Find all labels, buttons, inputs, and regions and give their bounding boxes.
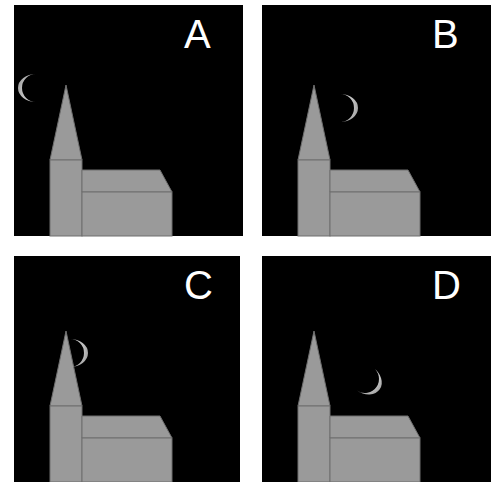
panel-letter: D [432,265,461,305]
church [50,331,172,482]
panel-letter: B [432,14,459,54]
moon [18,74,36,102]
panel [14,5,243,236]
panel [14,256,240,482]
panel [262,5,491,236]
panel [262,256,491,482]
night-sky [14,5,243,236]
church [298,331,420,482]
moon [340,94,358,122]
church [50,85,172,236]
moon [357,368,388,401]
night-sky [14,256,240,482]
church [298,85,420,236]
night-sky [262,5,491,236]
panel-letter: C [184,265,213,305]
moon [70,339,88,367]
panel-letter: A [184,14,211,54]
night-sky [262,256,491,482]
